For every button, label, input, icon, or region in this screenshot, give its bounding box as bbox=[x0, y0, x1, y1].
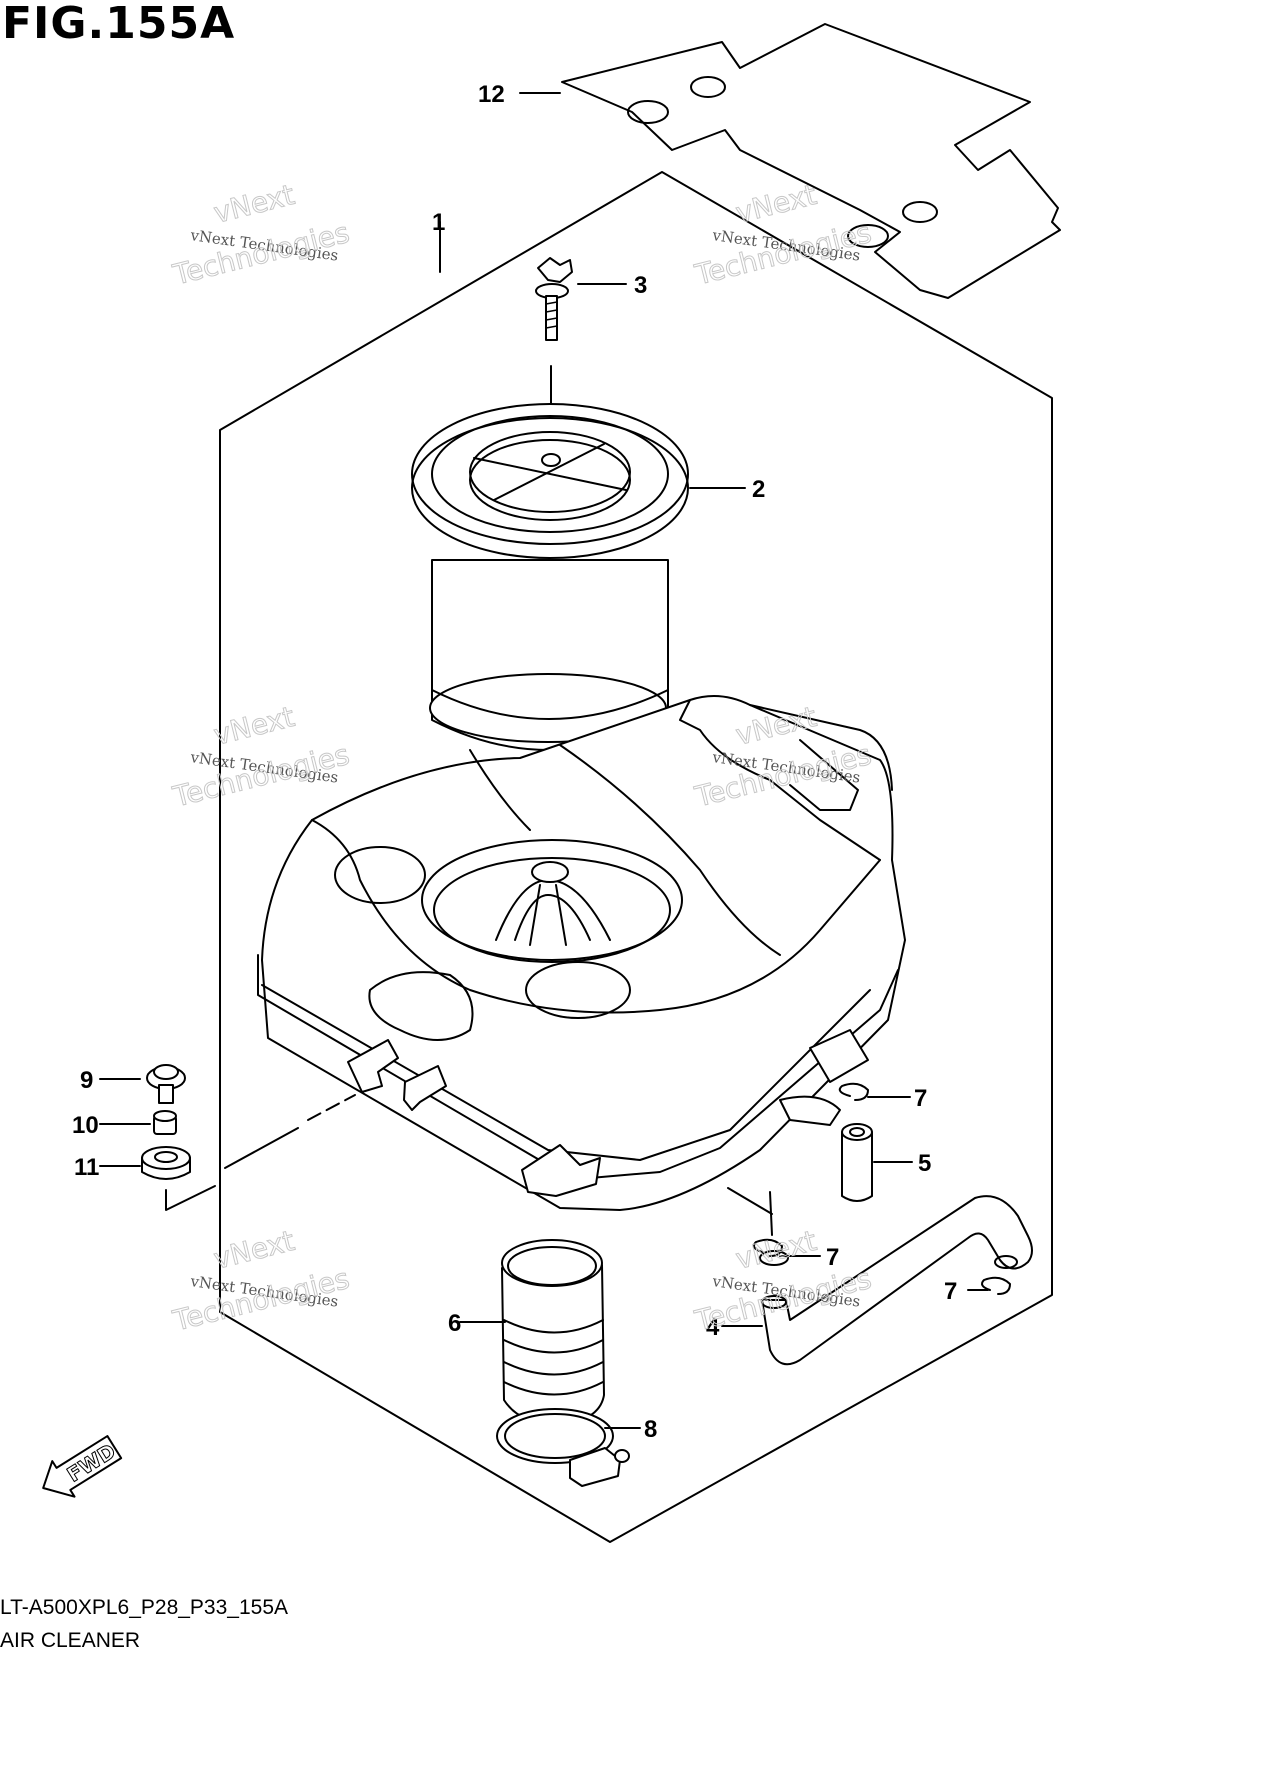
callout-3: 3 bbox=[634, 272, 647, 299]
svg-text:vNext: vNext bbox=[210, 1224, 297, 1276]
part-2-air-filter[interactable] bbox=[411, 403, 689, 751]
part-1-air-cleaner-case[interactable] bbox=[257, 695, 906, 1211]
callout-7a: 7 bbox=[914, 1085, 927, 1112]
callout-labels: 12 1 3 2 9 10 11 7 5 7 7 6 4 8 bbox=[72, 81, 957, 1443]
callout-7b: 7 bbox=[826, 1244, 839, 1271]
svg-text:vNext: vNext bbox=[732, 1224, 819, 1276]
callout-6: 6 bbox=[448, 1310, 461, 1337]
svg-text:vNext: vNext bbox=[210, 178, 297, 230]
part-12-seal-plate[interactable] bbox=[561, 23, 1061, 299]
part-11-grommet[interactable] bbox=[141, 1146, 191, 1180]
svg-text:vNext: vNext bbox=[732, 178, 819, 230]
watermark-5: vNext Technologies Technologies vNext bbox=[169, 1224, 353, 1339]
drawing-name: AIR CLEANER bbox=[0, 1629, 141, 1652]
callout-9: 9 bbox=[80, 1067, 93, 1094]
callout-5: 5 bbox=[918, 1150, 931, 1177]
callout-1: 1 bbox=[432, 209, 445, 236]
fwd-arrow-icon: FWD bbox=[42, 1435, 123, 1498]
watermark-1: vNext Technologies Technologies vNext bbox=[169, 178, 353, 293]
part-4-drain-hose[interactable] bbox=[761, 1195, 1033, 1366]
callout-2: 2 bbox=[752, 476, 765, 503]
part-8-hose-clamp[interactable] bbox=[496, 1408, 630, 1487]
watermark-3: vNext Technologies Technologies vNext bbox=[169, 700, 353, 815]
callout-7c: 7 bbox=[944, 1278, 957, 1305]
callout-leaders bbox=[99, 92, 989, 1429]
part-7-clip-a[interactable] bbox=[838, 1082, 869, 1101]
drawing-code: LT-A500XPL6_P28_P33_155A bbox=[0, 1596, 289, 1619]
callout-11: 11 bbox=[74, 1154, 99, 1181]
part-10-collar[interactable] bbox=[153, 1110, 177, 1135]
part-7-clip-b[interactable] bbox=[753, 1238, 789, 1266]
callout-8: 8 bbox=[644, 1416, 657, 1443]
part-9-bolt[interactable] bbox=[146, 1064, 186, 1104]
callout-12: 12 bbox=[478, 81, 505, 108]
callout-4: 4 bbox=[706, 1314, 720, 1341]
callout-10: 10 bbox=[72, 1112, 99, 1139]
part-1-assembly-outline bbox=[219, 171, 1053, 1543]
figure-title: FIG.155A bbox=[2, 0, 236, 49]
part-7-clip-c[interactable] bbox=[981, 1276, 1011, 1295]
svg-text:vNext: vNext bbox=[210, 700, 297, 752]
part-6-intake-joint[interactable] bbox=[501, 1239, 605, 1426]
part-5-short-hose[interactable] bbox=[841, 1123, 873, 1202]
mount-leader-lines bbox=[165, 1094, 773, 1236]
